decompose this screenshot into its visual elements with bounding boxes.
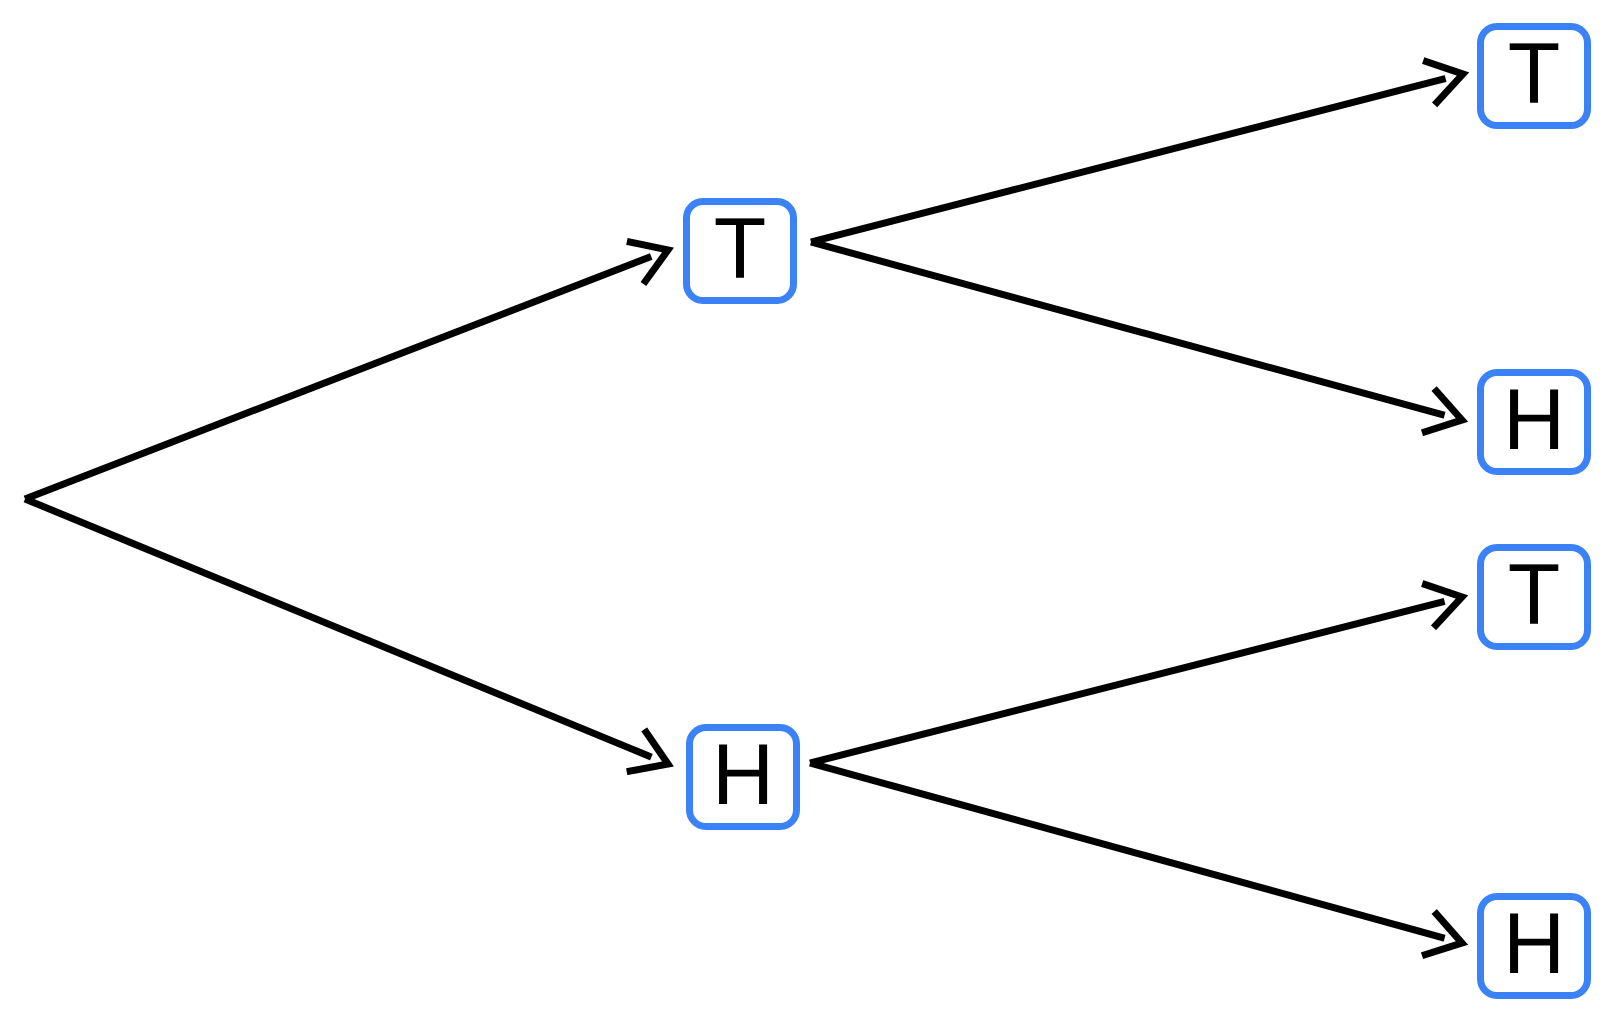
node-outcome-TH: H xyxy=(1477,369,1591,475)
edge-T-to-TH xyxy=(810,238,1469,437)
node-outcome-TT-label: T xyxy=(1507,26,1561,122)
node-outcome-TT: T xyxy=(1477,23,1591,129)
node-outcome-HH: H xyxy=(1477,893,1591,999)
edge-H-to-HH xyxy=(809,759,1469,960)
node-first-flip-H-label: H xyxy=(711,727,775,823)
node-first-flip-T: T xyxy=(683,198,797,304)
edge-H-to-HT xyxy=(809,580,1469,767)
edge-root-to-T xyxy=(23,237,674,503)
edge-T-to-TT xyxy=(810,57,1470,246)
node-first-flip-H: H xyxy=(686,724,800,830)
node-outcome-HT-label: T xyxy=(1507,547,1561,643)
node-outcome-HT: T xyxy=(1477,544,1591,650)
edge-root-to-H xyxy=(23,495,674,776)
node-outcome-TH-label: H xyxy=(1502,372,1566,468)
node-first-flip-T-label: T xyxy=(713,201,767,297)
node-outcome-HH-label: H xyxy=(1502,896,1566,992)
